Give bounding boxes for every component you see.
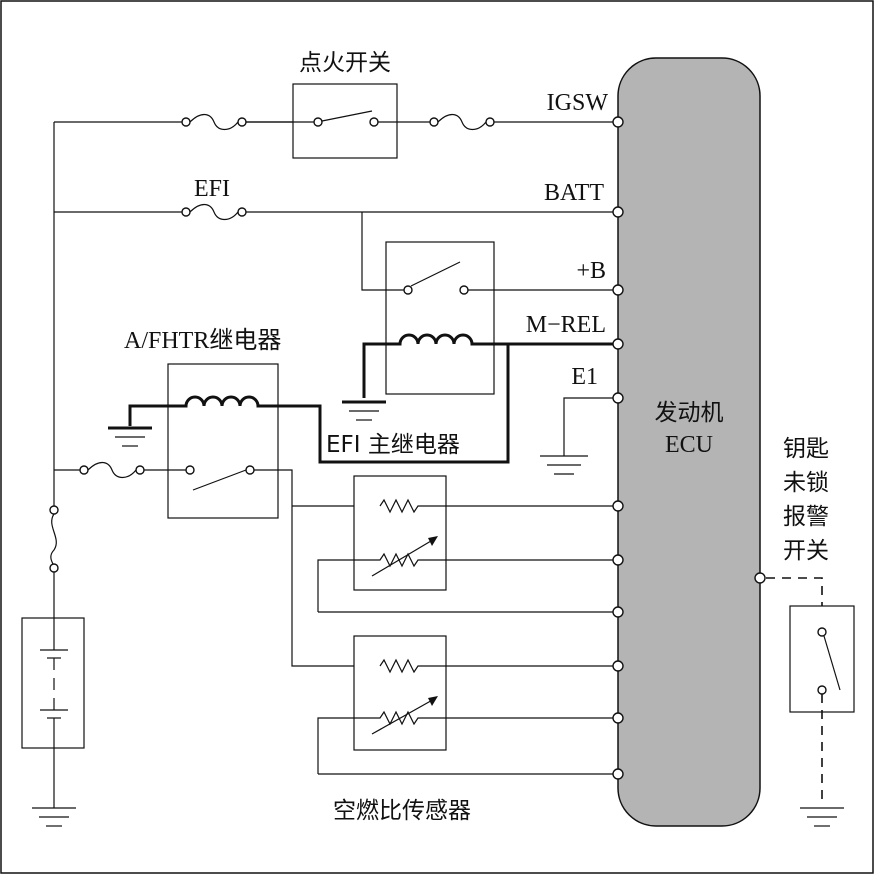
heater-feed-wire: [254, 469, 380, 667]
sensor-1-variable-arrow: [371, 537, 437, 577]
key-switch-label-2: 未锁: [783, 470, 829, 496]
fusible-link: [50, 513, 57, 567]
ecu-pin-e1: [612, 392, 624, 404]
sensor-1-arrowhead: [428, 536, 438, 546]
batt-label: BATT: [544, 180, 604, 206]
fuse-terminal: [237, 207, 247, 217]
af-relay-switch-terminal: [185, 465, 195, 475]
ecu-pin-ht1: [612, 500, 624, 512]
ecu-pin-batt: [612, 206, 624, 218]
ecu-label-en: ECU: [665, 432, 713, 458]
af-htr-fuse: [87, 461, 137, 479]
relay-feed-wire: [361, 212, 404, 291]
efi-fuse-label: EFI: [194, 176, 230, 202]
key-switch-ground-icon: [800, 807, 844, 827]
relay-switch-contact: [410, 261, 461, 287]
key-switch-terminal: [817, 685, 827, 695]
ignition-switch-contact: [321, 110, 373, 122]
key-switch-label-3: 报警: [783, 504, 829, 530]
sensor-2-heater: [379, 658, 614, 674]
ecu-pin-ht2: [612, 660, 624, 672]
ecu-pin-af2-minus: [612, 768, 624, 780]
fuse-terminal: [429, 117, 439, 127]
af-sensor-label: 空燃比传感器: [333, 798, 471, 824]
fuse-terminal: [237, 117, 247, 127]
e1-ground-icon: [540, 455, 588, 475]
ecu-pin-plus-b: [612, 284, 624, 296]
key-switch-contact: [823, 635, 841, 691]
af-htr-relay-label: A/FHTR继电器: [124, 327, 281, 354]
fuse-terminal: [181, 117, 191, 127]
fuse-terminal: [485, 117, 495, 127]
e1-label: E1: [571, 364, 598, 390]
ecu-pin-igsw: [612, 116, 624, 128]
key-switch-label-1: 钥匙: [783, 436, 829, 462]
ignition-switch-terminal: [313, 117, 323, 127]
sensor-2-box: [353, 635, 447, 751]
sensor-2-element: [317, 710, 614, 774]
fuse-terminal: [135, 465, 145, 475]
sensor-2-variable-arrow: [371, 697, 437, 735]
ecu-pin-af2-plus: [612, 712, 624, 724]
ignition-switch-label: 点火开关: [299, 50, 391, 76]
ecu-pin-af1-plus: [612, 554, 624, 566]
sensor-2-arrowhead: [428, 696, 438, 706]
fuse-terminal: [79, 465, 89, 475]
af-htr-relay-coil: [128, 344, 510, 464]
ecu-pin-m-rel: [612, 338, 624, 350]
e1-wire: [563, 397, 614, 456]
m-rel-label: M−REL: [526, 312, 606, 338]
efi-fuse: [189, 203, 239, 221]
key-switch-label-4: 开关: [783, 538, 829, 564]
sensor-1-box: [353, 475, 447, 591]
battery-box: [21, 617, 85, 749]
ecu-label-cn: 发动机: [655, 400, 724, 426]
ecu-pin-af1-minus: [612, 606, 624, 618]
fuse-terminal: [181, 207, 191, 217]
af-relay-switch-terminal: [245, 465, 255, 475]
fusible-link-terminal-top: [49, 505, 59, 515]
af-relay-ground-icon: [108, 426, 152, 447]
key-switch-wire: [766, 577, 823, 628]
efi-main-relay-box: [385, 241, 495, 395]
efi-main-relay-label: EFI 主继电器: [326, 432, 460, 458]
plus-b-label: +B: [576, 258, 606, 284]
sensor-1-element: [317, 552, 614, 612]
af-relay-switch-contact: [192, 469, 247, 491]
relay-switch-terminal: [403, 285, 413, 295]
sensor-1-heater: [379, 498, 614, 514]
battery-ground-icon: [32, 807, 76, 827]
ignition-switch-box: [292, 83, 398, 159]
igsw-fuse-2: [437, 113, 487, 131]
efi-main-relay-coil: [362, 333, 614, 398]
key-switch-terminal: [817, 627, 827, 637]
igsw-fuse-1: [189, 113, 239, 131]
igsw-label: IGSW: [547, 90, 609, 116]
fusible-link-terminal-bottom: [49, 563, 59, 573]
engine-ecu: [617, 57, 761, 827]
relay-ground-icon: [342, 400, 386, 421]
ignition-switch-terminal: [369, 117, 379, 127]
relay-switch-terminal: [459, 285, 469, 295]
af-htr-relay-box: [167, 363, 279, 519]
ecu-pin-key-switch: [754, 572, 766, 584]
